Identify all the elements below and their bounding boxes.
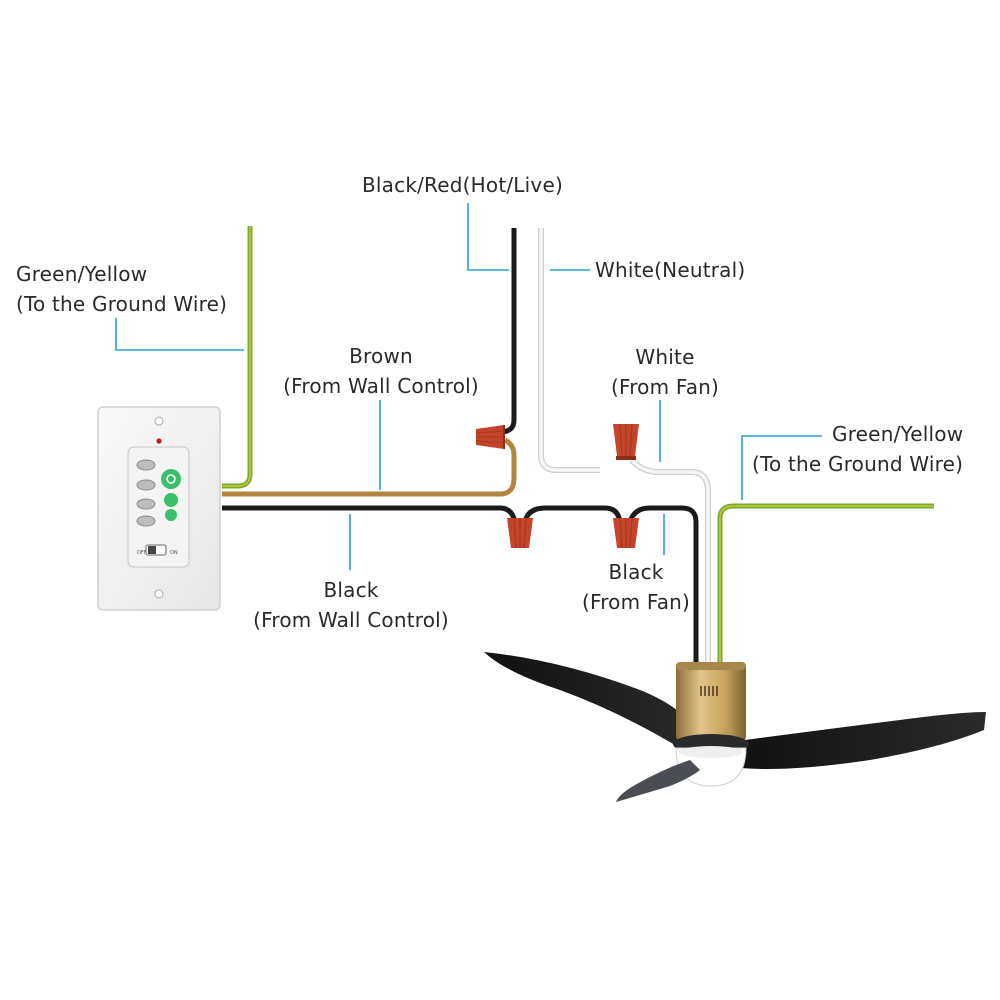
label-brown-wall-control: Brown (From Wall Control) (283, 344, 479, 398)
indicator-led (156, 438, 162, 444)
label-black-from-fan: Black (From Fan) (581, 560, 691, 614)
screw-bottom (154, 589, 164, 599)
fan-vent (700, 686, 718, 696)
light-button (164, 493, 178, 507)
hot-wire (499, 228, 517, 435)
switch-on-text: ON (170, 550, 178, 556)
wall-control: OFF ON (97, 406, 221, 611)
wire-nut-black-left (507, 517, 533, 549)
fan-blade-front (616, 760, 700, 802)
control-buttons (136, 459, 181, 527)
power-button (161, 469, 181, 489)
fan-motor-housing (676, 662, 746, 742)
label-black-wall-control: Black (From Wall Control) (253, 578, 449, 632)
black-wire-fan (627, 505, 699, 665)
power-slide-switch: OFF ON (137, 544, 178, 556)
black-wire-wall (222, 505, 518, 523)
screw-top (154, 416, 164, 426)
fan-blade-left (484, 652, 700, 748)
black-bridge-wire (522, 505, 623, 523)
wire-nut-neutral (613, 423, 639, 460)
brown-wire (222, 437, 517, 497)
fan-blade-right (730, 712, 986, 769)
dimmer-button (165, 509, 177, 521)
leader-lines (115, 203, 822, 570)
ceiling-fan (484, 652, 986, 802)
label-ground-right: Green/Yellow (To the Ground Wire) (752, 422, 964, 476)
neutral-wire (538, 228, 600, 473)
switch-off-text: OFF (137, 550, 147, 556)
label-white-from-fan: White (From Fan) (610, 345, 720, 399)
label-ground-left: Green/Yellow (To the Ground Wire) (16, 262, 228, 316)
wire-nut-hot (475, 425, 505, 449)
label-white-neutral: White(Neutral) (595, 258, 746, 282)
label-hot-live: Black/Red(Hot/Live) (362, 173, 563, 197)
wire-nut-black-right (613, 517, 639, 549)
ground-wire-right (717, 503, 934, 665)
